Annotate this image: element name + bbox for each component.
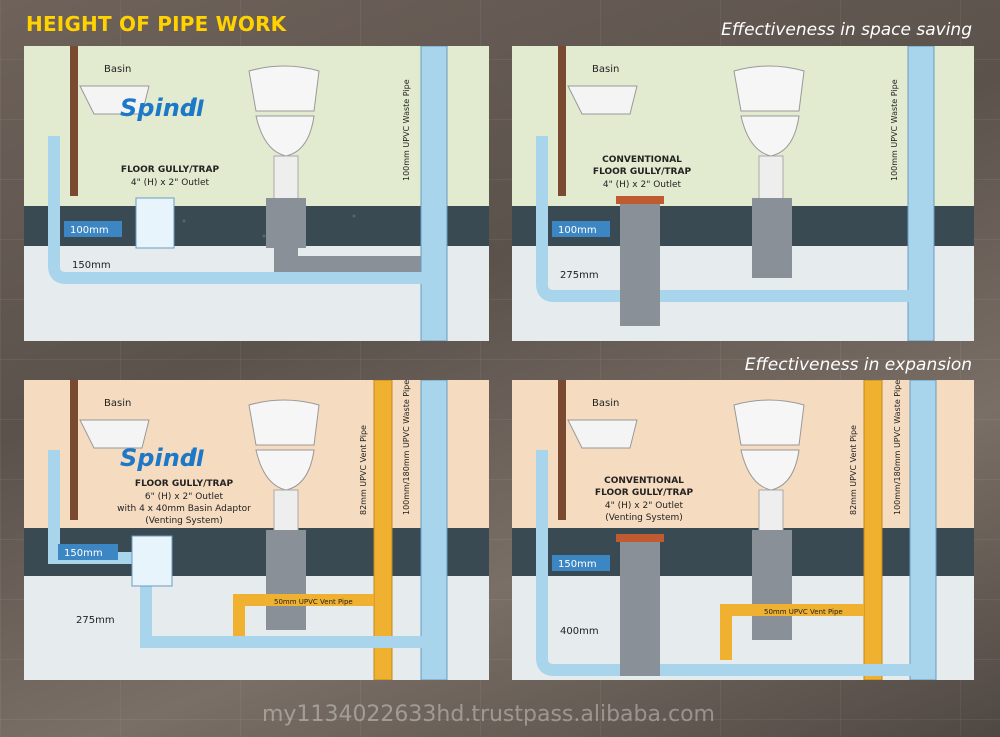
panel-spind-space-saving: Basin 100mm UPVC Waste Pipe Spind II FLO… [24, 46, 489, 341]
product-system: (Venting System) [605, 513, 683, 523]
floor-gully-trap [131, 535, 173, 587]
panel-conventional-space-saving: Basin 100mm UPVC Waste Pipe CONVENTIONAL… [512, 46, 974, 341]
gully-drain-pipe [140, 580, 424, 648]
product-spec: 4" (H) x 2" Outlet [131, 178, 210, 188]
brand-mark: II [188, 447, 204, 472]
vent-pipe-label: 82mm UPVC Vent Pipe [359, 425, 368, 515]
basin-label: Basin [104, 64, 131, 75]
basin-label: Basin [592, 398, 619, 409]
product-name: FLOOR GULLY/TRAP [593, 167, 692, 177]
dimension-band [552, 555, 610, 571]
dimension-b: 275mm [76, 615, 115, 626]
floor-gully-trap [620, 198, 660, 326]
brand-logo: Spind [120, 444, 198, 472]
waste-pipe-label: 100mm UPVC Waste Pipe [890, 79, 899, 181]
basin [79, 419, 150, 449]
wall-post [70, 46, 78, 196]
dimension-a: 100mm [70, 225, 109, 236]
toilet-pan-connector [266, 198, 306, 248]
dimension-b: 275mm [560, 270, 599, 281]
vent-label: 50mm UPVC Vent Pipe [274, 598, 353, 606]
product-name: FLOOR GULLY/TRAP [121, 165, 220, 175]
floor-gully-trap [135, 197, 175, 249]
panel-spind-expansion: Basin 82mm UPVC Vent Pipe 100mm/180mm UP… [24, 380, 489, 680]
page-title: HEIGHT OF PIPE WORK [26, 12, 287, 36]
waste-pipe-label: 100mm/180mm UPVC Waste Pipe [893, 380, 902, 515]
vent-stack [373, 380, 393, 680]
dimension-band [64, 221, 122, 237]
vent-stack [863, 380, 883, 680]
product-type: CONVENTIONAL [604, 476, 684, 486]
product-adaptor: with 4 x 40mm Basin Adaptor [117, 504, 251, 514]
dimension-a: 150mm [64, 548, 103, 559]
basin-label: Basin [104, 398, 131, 409]
toilet-drain [274, 246, 444, 280]
brand-mark: II [188, 97, 204, 122]
branch-vent-pipe [720, 604, 864, 660]
product-name: FLOOR GULLY/TRAP [135, 479, 234, 489]
dimension-band [552, 221, 610, 237]
product-spec: 4" (H) x 2" Outlet [603, 180, 682, 190]
waste-stack [909, 380, 937, 680]
dimension-a: 100mm [558, 225, 597, 236]
dimension-b: 150mm [72, 260, 111, 271]
basin [567, 85, 638, 115]
waste-pipe-label: 100mm/180mm UPVC Waste Pipe [402, 380, 411, 515]
vent-label: 50mm UPVC Vent Pipe [764, 608, 843, 616]
product-system: (Venting System) [145, 516, 223, 526]
waste-stack [420, 46, 448, 341]
floor-gully-trap [620, 536, 660, 676]
panel-conventional-expansion: Basin 82mm UPVC Vent Pipe 100mm/180mm UP… [512, 380, 974, 680]
basin-waste-pipe [536, 450, 912, 676]
dimension-a: 150mm [558, 559, 597, 570]
basin [79, 85, 150, 115]
vent-pipe-label: 82mm UPVC Vent Pipe [849, 425, 858, 515]
product-spec: 6" (H) x 2" Outlet [145, 492, 224, 502]
basin-label: Basin [592, 64, 619, 75]
waste-stack [907, 46, 935, 341]
basin-waste-pipe [536, 136, 912, 302]
caption-space-saving: Effectiveness in space saving [721, 20, 972, 40]
product-name: FLOOR GULLY/TRAP [595, 488, 694, 498]
watermark: my1134022633hd.trustpass.alibaba.com [262, 702, 715, 727]
toilet [733, 399, 805, 491]
waste-stack [420, 380, 448, 680]
basin-waste-pipe [48, 136, 424, 284]
product-type: CONVENTIONAL [602, 155, 682, 165]
caption-expansion: Effectiveness in expansion [744, 355, 972, 375]
waste-pipe-label: 100mm UPVC Waste Pipe [402, 79, 411, 181]
brand-logo: Spind [120, 94, 198, 122]
dimension-band [58, 544, 118, 560]
branch-vent-pipe [233, 594, 374, 640]
dimension-b: 400mm [560, 626, 599, 637]
basin [567, 419, 638, 449]
product-spec: 4" (H) x 2" Outlet [605, 501, 684, 511]
